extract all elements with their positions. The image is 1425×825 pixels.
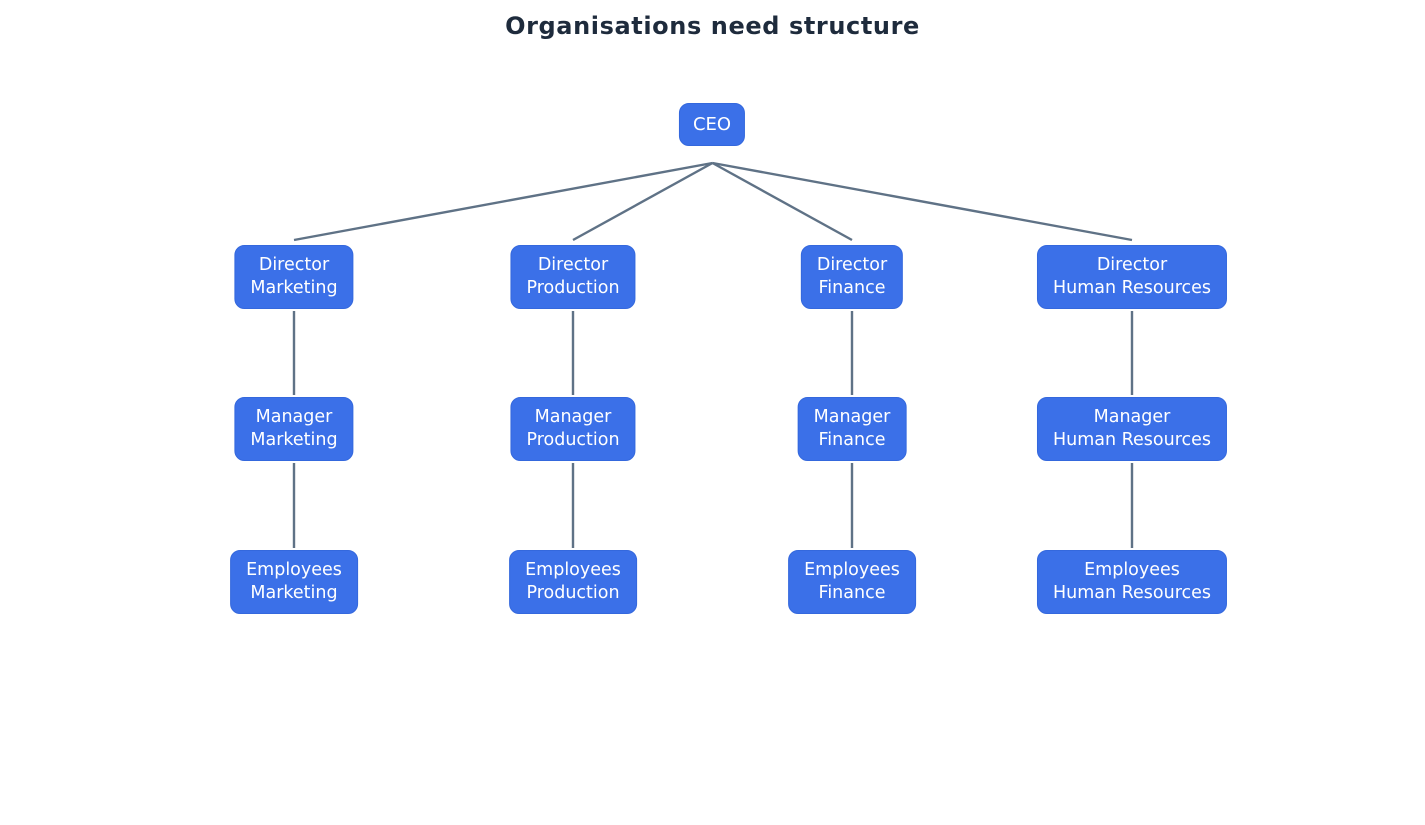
node-manager-production: Manager Production [510,397,636,461]
connector-line [293,161,713,242]
node-director-marketing: Director Marketing [234,245,354,309]
diagram-title: Organisations need structure [505,12,920,40]
node-employees-production: Employees Production [509,550,637,614]
connector-line [572,161,714,242]
node-employees-marketing: Employees Marketing [230,550,358,614]
connector-line [712,161,1133,242]
node-manager-finance: Manager Finance [797,397,907,461]
node-director-human-resources: Director Human Resources [1036,245,1228,309]
node-director-finance: Director Finance [800,245,904,309]
node-employees-finance: Employees Finance [788,550,916,614]
node-ceo: CEO [678,103,746,146]
connector-line [711,161,853,242]
node-manager-human-resources: Manager Human Resources [1036,397,1228,461]
node-manager-marketing: Manager Marketing [234,397,354,461]
node-employees-human-resources: Employees Human Resources [1036,550,1228,614]
node-director-production: Director Production [510,245,636,309]
